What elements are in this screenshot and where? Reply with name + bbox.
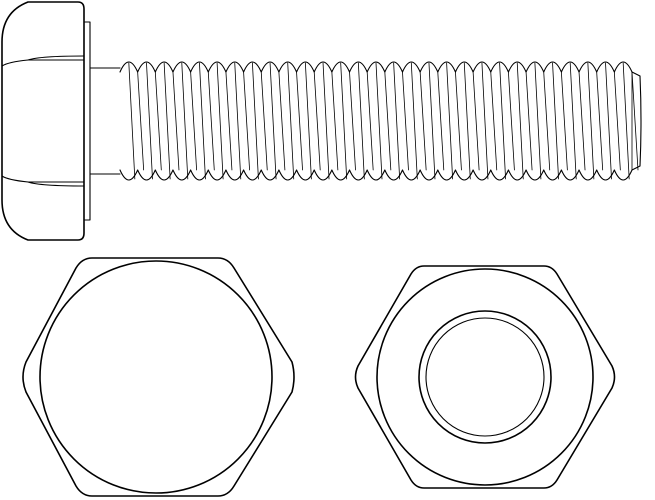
thread-root-line [137,71,145,171]
thread-root-line [578,71,586,171]
hex-head-lower-facet [1,175,85,183]
hex-head-side [1,1,85,241]
thread-crest-line [552,62,559,180]
thread-root-line [154,71,162,171]
thread-crest-line [357,62,365,180]
thread-crest-line [587,62,595,180]
thread-root-line [455,71,462,171]
shaft-tip [639,75,642,167]
thread-crest-line [128,62,136,180]
bolt-head-hexagon [22,257,295,497]
thread-root-line [278,71,286,171]
thread-crest-line [375,62,383,180]
thread-crest-line [622,62,630,180]
hex-nut-chamfer-circle [376,268,594,486]
hex-nut-bore-inner [425,317,545,437]
thread-crest-line [516,62,524,180]
thread-crest-line [534,62,542,180]
thread-root-line [260,71,268,171]
threaded-shaft [119,61,642,181]
thread-root-line [366,71,374,171]
washer-face [83,21,91,221]
thread-root-line [172,71,180,171]
hex-head-mid-chamfer-top [27,55,85,61]
thread-crest-line [163,62,171,180]
thread-root-line [631,71,639,171]
thread-crest-line [393,62,401,180]
thread-root-line [296,71,303,171]
thread-profile-top [119,61,641,77]
thread-root-line [225,71,233,171]
thread-root-line [437,71,445,171]
thread-crest-line [269,62,277,180]
thread-crest-line [252,62,259,180]
thread-crest-line [322,62,330,180]
thread-root-line [472,71,480,171]
thread-crest-line [446,62,454,180]
bolt-side-view [1,1,642,241]
thread-crest-line [146,62,153,180]
hex-head-mid-chamfer-bottom [27,181,85,187]
thread-root-line [560,71,568,171]
thread-crest-line [234,62,242,180]
thread-root-line [384,71,392,171]
thread-root-line [596,71,604,171]
hex-nut-hexagon [354,265,616,489]
thread-root-line [490,71,498,171]
thread-crest-line [216,62,224,180]
thread-root-line [402,71,409,171]
thread-crest-line [181,62,189,180]
thread-root-line [349,71,356,171]
thread-crest-line [340,62,348,180]
thread-crest-line [287,62,295,180]
bolt-head-bearing-circle [39,260,273,494]
shank-neck [89,67,121,175]
thread-crest-line [410,62,418,180]
thread-root-line [331,71,339,171]
hex-head-upper-facet [1,59,85,67]
thread-crest-line [199,62,206,180]
hex-nut-end-view [354,265,616,489]
thread-root-line [613,71,621,171]
thread-root-line [207,71,215,171]
thread-root-line [508,71,515,171]
hex-head-outline [1,1,85,241]
thread-crest-line [569,62,577,180]
thread-root-line [243,71,250,171]
thread-root-line [313,71,321,171]
thread-crest-line [428,62,436,180]
bolt-head-end-view [22,257,295,497]
thread-root-line [525,71,533,171]
hex-nut-bore-outer [418,310,552,444]
thread-crest-line [304,62,312,180]
thread-crest-line [481,62,489,180]
thread-crest-line [463,62,471,180]
thread-crest-line [499,62,506,180]
thread-root-line [419,71,427,171]
thread-profile-bottom [119,165,641,181]
thread-root-line [543,71,551,171]
thread-root-line [190,71,198,171]
thread-crest-line [605,62,612,180]
